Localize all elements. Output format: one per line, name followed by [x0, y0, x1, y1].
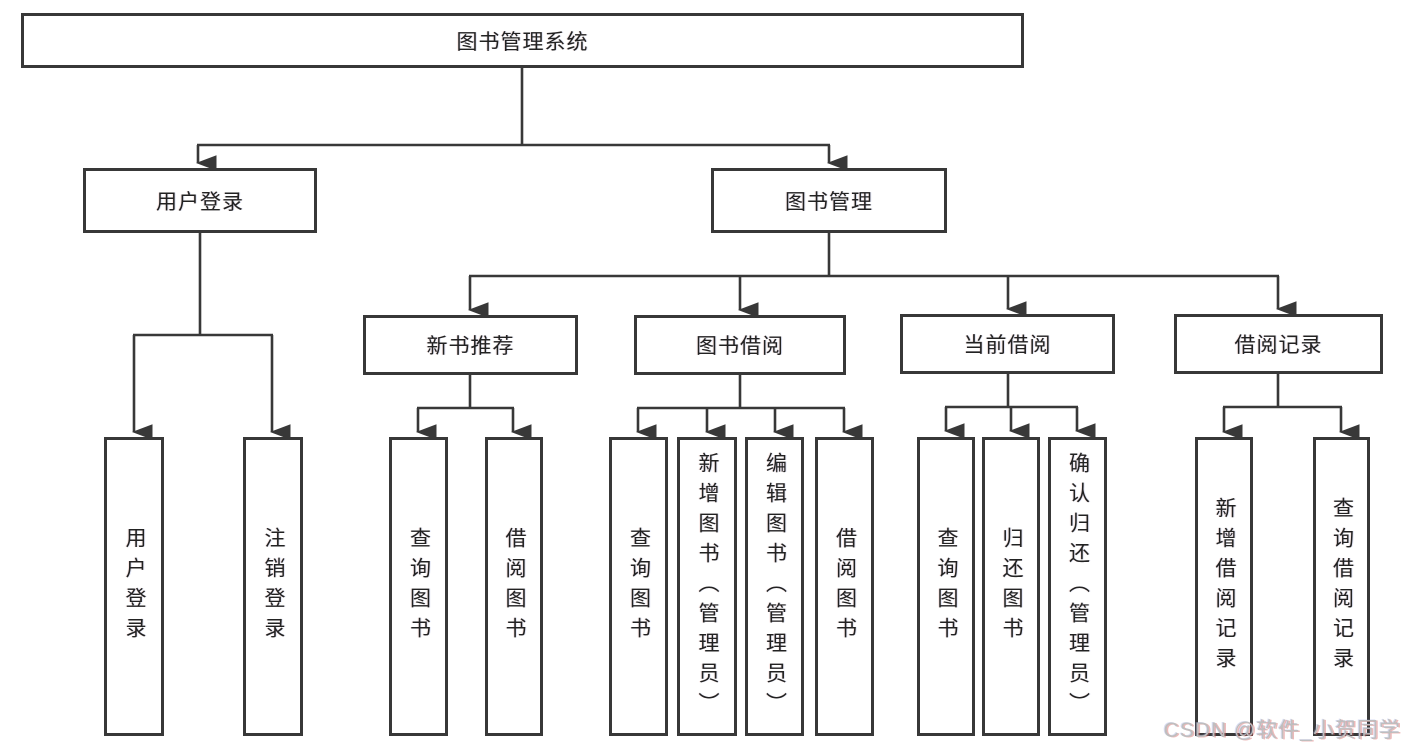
node-current-borrow: 当前借阅: [900, 314, 1115, 374]
node-root: 图书管理系统: [21, 13, 1024, 68]
leaf-confirm-return-admin-label: 确认归还（管理员）: [1066, 451, 1090, 722]
leaf-query-books-current: 查询图书: [917, 437, 975, 736]
csdn-watermark: CSDN @软件_小贺同学: [1163, 719, 1401, 742]
node-book-management-label: 图书管理: [785, 190, 873, 214]
node-borrow-records-label: 借阅记录: [1234, 334, 1323, 357]
node-user-login: 用户登录: [83, 168, 317, 233]
leaf-query-borrow-record-label: 查询借阅记录: [1330, 496, 1354, 677]
node-book-borrow-label: 图书借阅: [696, 335, 784, 358]
leaf-return-book: 归还图书: [982, 437, 1040, 736]
leaf-query-books-recommend: 查询图书: [389, 437, 448, 736]
node-new-book-recommend-label: 新书推荐: [426, 335, 515, 358]
leaf-query-borrow-record: 查询借阅记录: [1313, 437, 1370, 736]
leaf-query-books-borrow: 查询图书: [609, 437, 668, 736]
leaf-logout-label: 注销登录: [262, 526, 286, 647]
leaf-confirm-return-admin: 确认归还（管理员）: [1048, 437, 1107, 736]
node-user-login-label: 用户登录: [156, 190, 244, 214]
leaf-user-login-label: 用户登录: [123, 526, 147, 647]
leaf-borrow-books-label: 借阅图书: [833, 526, 857, 647]
leaf-edit-book-admin-label: 编辑图书（管理员）: [763, 451, 787, 722]
node-borrow-records: 借阅记录: [1174, 314, 1383, 374]
node-root-label: 图书管理系统: [456, 30, 589, 54]
leaf-borrow-books-recommend: 借阅图书: [485, 437, 543, 736]
node-book-borrow: 图书借阅: [634, 315, 846, 375]
leaf-query-books-current-label: 查询图书: [935, 526, 959, 647]
leaf-edit-book-admin: 编辑图书（管理员）: [745, 437, 804, 736]
leaf-query-books-recommend-label: 查询图书: [407, 526, 431, 647]
leaf-add-book-admin-label: 新增图书（管理员）: [696, 451, 720, 722]
leaf-add-borrow-record-label: 新增借阅记录: [1213, 496, 1237, 677]
node-book-management: 图书管理: [711, 168, 947, 233]
leaf-borrow-books-recommend-label: 借阅图书: [503, 526, 527, 647]
leaf-return-book-label: 归还图书: [1000, 526, 1024, 647]
leaf-user-login: 用户登录: [104, 437, 164, 736]
node-new-book-recommend: 新书推荐: [363, 315, 578, 375]
leaf-query-books-borrow-label: 查询图书: [627, 526, 651, 647]
leaf-add-borrow-record: 新增借阅记录: [1195, 437, 1253, 736]
node-current-borrow-label: 当前借阅: [963, 334, 1052, 357]
leaf-borrow-books: 借阅图书: [815, 437, 874, 736]
leaf-add-book-admin: 新增图书（管理员）: [677, 437, 737, 736]
leaf-logout: 注销登录: [243, 437, 303, 736]
